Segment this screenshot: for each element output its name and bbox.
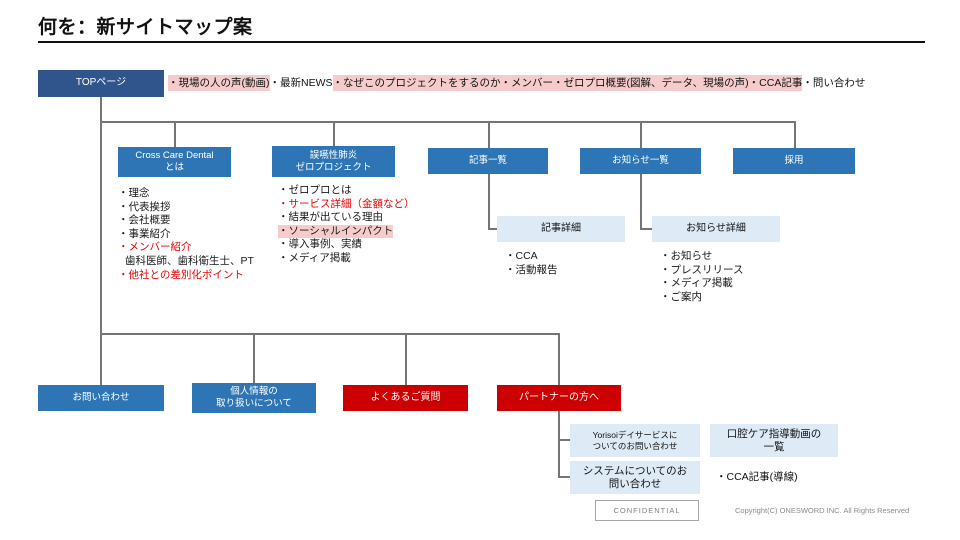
- connector: [253, 333, 255, 383]
- list-item: ・ご案内: [660, 290, 702, 303]
- node-oral-care-videos: 口腔ケア指導動画の 一覧: [710, 424, 838, 457]
- annotation-segment: ・問い合わせ: [802, 77, 866, 89]
- node-system-contact: システムについてのお 問い合わせ: [570, 461, 700, 494]
- list-item: ・CCA: [505, 250, 538, 262]
- connector: [558, 411, 560, 477]
- list-item: ・活動報告: [505, 263, 558, 276]
- connector: [558, 333, 560, 385]
- confidential-stamp: CONFIDENTIAL: [595, 500, 699, 521]
- list-item: ・代表挨拶: [118, 200, 171, 213]
- connector: [640, 228, 652, 230]
- connector: [488, 121, 490, 148]
- connector: [405, 333, 407, 385]
- zero-project-items: ・ゼロプロとは ・サービス詳細（金額など） ・結果が出ている理由 ・ソーシャルイ…: [278, 184, 415, 266]
- annotation-segment: ・現場の人の声(動画): [168, 75, 270, 91]
- cca-article-note: ・CCA記事(導線): [716, 471, 798, 483]
- list-item: 歯科医師、歯科衛生士、PT: [125, 254, 254, 267]
- connector: [488, 174, 490, 229]
- list-item: ・結果が出ている理由: [278, 211, 383, 224]
- list-item: ・メディア掲載: [660, 277, 733, 290]
- copyright-text: Copyright(C) ONESWORD INC. All Rights Re…: [735, 506, 910, 515]
- list-item: ・お知らせ: [660, 250, 713, 262]
- list-item: ・ゼロプロとは: [278, 184, 352, 196]
- news-detail-items: ・お知らせ ・プレスリリース ・メディア掲載 ・ご案内: [660, 250, 743, 304]
- node-cross-care-dental: Cross Care Dental とは: [118, 147, 231, 177]
- node-privacy-policy: 個人情報の 取り扱いについて: [192, 383, 316, 413]
- top-page-annotation: ・現場の人の声(動画)・最新NEWS・なぜこのプロジェクトをするのか・メンバー・…: [168, 75, 865, 92]
- node-top-page: TOPページ: [38, 70, 164, 97]
- list-item: ・ソーシャルインパクト: [278, 224, 394, 239]
- node-article-detail: 記事詳細: [497, 216, 625, 242]
- node-yorisoi-contact: Yorisoiデイサービスに ついてのお問い合わせ: [570, 424, 700, 457]
- node-partner: パートナーの方へ: [497, 385, 621, 411]
- cross-care-dental-items: ・理念 ・代表挨拶 ・会社概要 ・事業紹介 ・メンバー紹介 歯科医師、歯科衛生士…: [118, 187, 254, 282]
- connector: [100, 121, 795, 123]
- list-item: ・プレスリリース: [660, 263, 744, 276]
- list-item: ・サービス詳細（金額など）: [278, 197, 415, 210]
- list-item: ・理念: [118, 187, 150, 199]
- connector: [558, 476, 570, 478]
- page-title: 何を：新サイトマップ案: [38, 17, 253, 38]
- list-item: ・メンバー紹介: [118, 241, 192, 254]
- article-detail-items: ・CCA ・活動報告: [505, 250, 558, 277]
- node-zero-project: 誤嚥性肺炎 ゼロプロジェクト: [272, 146, 395, 177]
- connector: [100, 333, 102, 385]
- list-item: ・導入事例、実績: [278, 238, 362, 251]
- list-item: ・他社との差別化ポイント: [118, 268, 244, 281]
- list-item: ・事業紹介: [118, 227, 171, 240]
- connector: [488, 228, 497, 230]
- connector: [100, 97, 102, 333]
- connector: [558, 439, 570, 441]
- title-underline: [38, 41, 925, 43]
- node-article-list: 記事一覧: [428, 148, 548, 174]
- connector: [640, 121, 642, 148]
- annotation-segment: ・最新NEWS: [269, 77, 333, 89]
- node-faq: よくあるご質問: [343, 385, 468, 411]
- connector: [794, 121, 796, 148]
- node-recruit: 採用: [733, 148, 855, 174]
- connector: [100, 333, 560, 335]
- connector: [640, 174, 642, 229]
- connector: [333, 121, 335, 146]
- list-item: ・会社概要: [118, 214, 171, 227]
- list-item: ・メディア掲載: [278, 251, 351, 264]
- node-contact: お問い合わせ: [38, 385, 164, 411]
- node-news-list: お知らせ一覧: [580, 148, 701, 174]
- node-news-detail: お知らせ詳細: [652, 216, 780, 242]
- annotation-segment: ・なぜこのプロジェクトをするのか・メンバー・ゼロプロ概要(図解、データ、現場の声…: [332, 75, 803, 91]
- connector: [174, 121, 176, 147]
